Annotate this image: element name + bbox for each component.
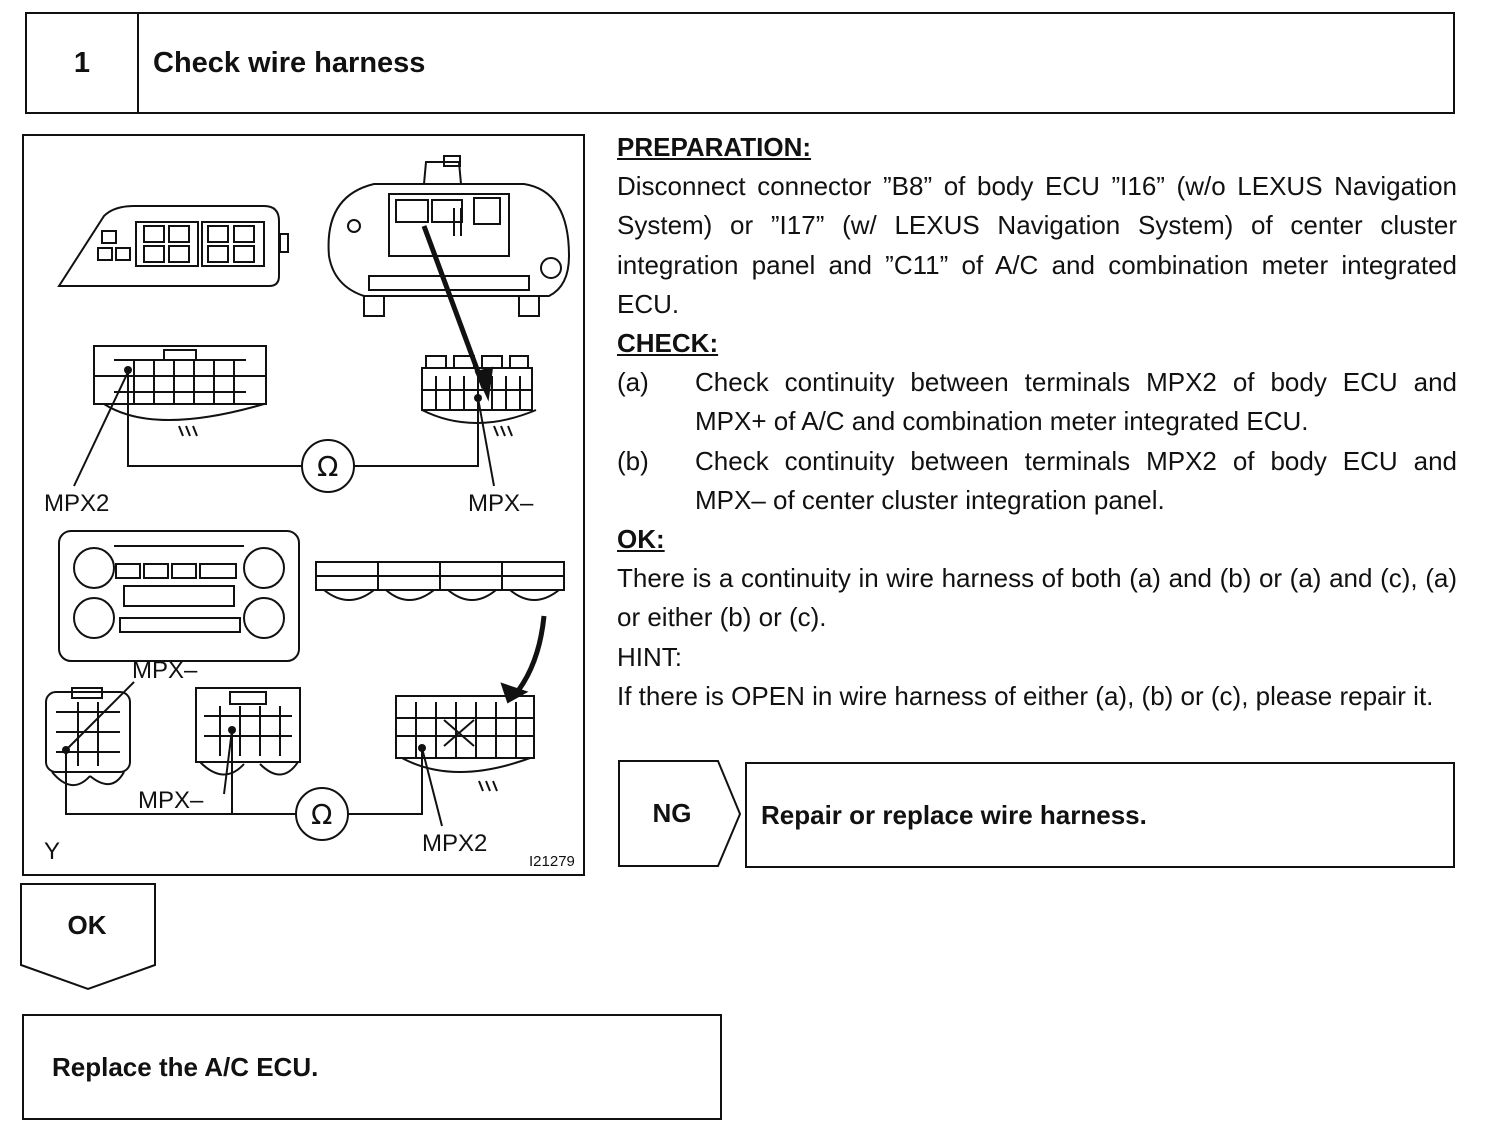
ok-heading: OK: — [617, 524, 665, 555]
ac-ecu-connector-illustration — [395, 695, 535, 792]
ok-label: OK — [67, 910, 107, 940]
hint-text: If there is OPEN in wire harness of eith… — [617, 680, 1434, 711]
ng-label: NG — [652, 798, 692, 828]
hint-heading: HINT: — [617, 641, 682, 672]
connector-strip-illustration — [315, 561, 565, 601]
panel-connector-2-illustration — [195, 687, 301, 776]
switch-panel-illustration — [57, 205, 289, 287]
check-item-b: (b) Check continuity between terminals M… — [617, 442, 1457, 520]
check-item-b-text: Check continuity between terminals MPX2 … — [695, 445, 1457, 515]
step-header: 1 Check wire harness — [25, 12, 1455, 114]
figure-id: I21279 — [529, 853, 575, 870]
step-number: 1 — [27, 14, 139, 112]
check-item-a-text: Check continuity between terminals MPX2 … — [695, 367, 1457, 437]
label-mpx-minus-mid: MPX– — [132, 657, 198, 684]
label-mpx-minus-bottom: MPX– — [138, 787, 204, 814]
ok-action-box: Replace the A/C ECU. — [22, 1014, 722, 1120]
ng-action-box: Repair or replace wire harness. — [745, 762, 1455, 868]
check-item-a: (a) Check continuity between terminals M… — [617, 363, 1457, 441]
label-corner-y: Y — [44, 838, 60, 865]
wiring-diagram-svg: Ω Ω MPX2 MPX– MPX– MPX– MPX2 Y I21279 — [44, 155, 575, 870]
label-mpx-minus-top: MPX– — [468, 490, 534, 517]
label-mpx2-bottom: MPX2 — [422, 830, 487, 857]
ok-arrow-shape — [20, 883, 156, 991]
panel-connector-1-illustration — [45, 687, 131, 786]
label-mpx2-top: MPX2 — [44, 490, 109, 517]
preparation-heading: PREPARATION: — [617, 132, 812, 162]
preparation-text: Disconnect connector ”B8” of body ECU ”I… — [617, 171, 1457, 319]
instructions-column: PREPARATION: Disconnect connector ”B8” o… — [617, 128, 1457, 716]
ohmmeter-bottom-symbol: Ω — [311, 798, 332, 831]
center-cluster-panel-illustration — [58, 530, 300, 662]
body-ecu-connector-illustration — [93, 345, 267, 437]
combination-meter-illustration — [327, 155, 571, 317]
wiring-diagram: Ω Ω MPX2 MPX– MPX– MPX– MPX2 Y I21279 — [22, 134, 585, 876]
ok-text: There is a continuity in wire harness of… — [617, 563, 1457, 633]
check-item-a-key: (a) — [617, 367, 649, 398]
check-item-b-key: (b) — [617, 445, 649, 476]
ohmmeter-top-symbol: Ω — [317, 450, 338, 483]
check-heading: CHECK: — [617, 328, 719, 359]
ng-arrow-shape — [618, 760, 742, 867]
meter-connector-illustration — [421, 355, 537, 437]
step-title: Check wire harness — [153, 47, 426, 79]
